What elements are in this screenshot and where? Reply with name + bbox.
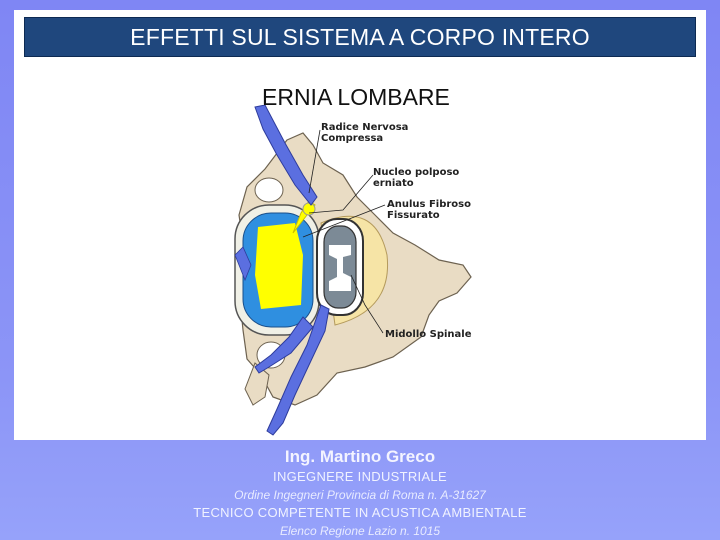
footer-name: Ing. Martino Greco [284, 447, 436, 466]
nerve-branch [254, 316, 314, 374]
vertebra-spur [244, 362, 270, 406]
disc-nucleus [255, 223, 303, 309]
label-nucleus: Nucleo polposo erniato [373, 167, 460, 189]
slide-title: EFFETTI SUL SISTEMA A CORPO INTERO [130, 23, 590, 50]
nerve-root [254, 104, 318, 206]
vertebra-illustration [234, 104, 472, 436]
nerve-left-upper [234, 246, 252, 282]
foramen-upper [254, 177, 284, 203]
label-nerve-root: Radice Nervosa Compressa [321, 122, 409, 144]
footer: Ing. Martino Greco INGEGNERE INDUSTRIALE… [0, 444, 720, 540]
leader-anulus [302, 204, 386, 238]
herniated-nucleus-tip [302, 202, 316, 216]
slide-subtitle: ERNIA LOMBARE [262, 84, 450, 110]
leader-nerve-root [308, 129, 321, 194]
lumbar-hernia-diagram: Radice Nervosa Compressa Nucleo polposo … [225, 104, 490, 437]
label-anulus: Anulus Fibroso Fissurato [387, 199, 471, 221]
leader-spinal-cord [350, 274, 384, 334]
spinal-cord-grey-matter [329, 245, 351, 291]
footer-role: INGEGNERE INDUSTRIALE [273, 469, 447, 484]
label-spinal-cord: Midollo Spinale [385, 329, 472, 340]
title-bar: EFFETTI SUL SISTEMA A CORPO INTERO [24, 17, 696, 57]
nerve-trunk [266, 304, 330, 436]
footer-tech: TECNICO COMPETENTE IN ACUSTICA AMBIENTAL… [193, 505, 527, 520]
leader-nucleus [308, 174, 374, 214]
footer-list: Elenco Regione Lazio n. 1015 [279, 524, 441, 538]
footer-order: Ordine Ingegneri Provincia di Roma n. A-… [234, 488, 486, 502]
